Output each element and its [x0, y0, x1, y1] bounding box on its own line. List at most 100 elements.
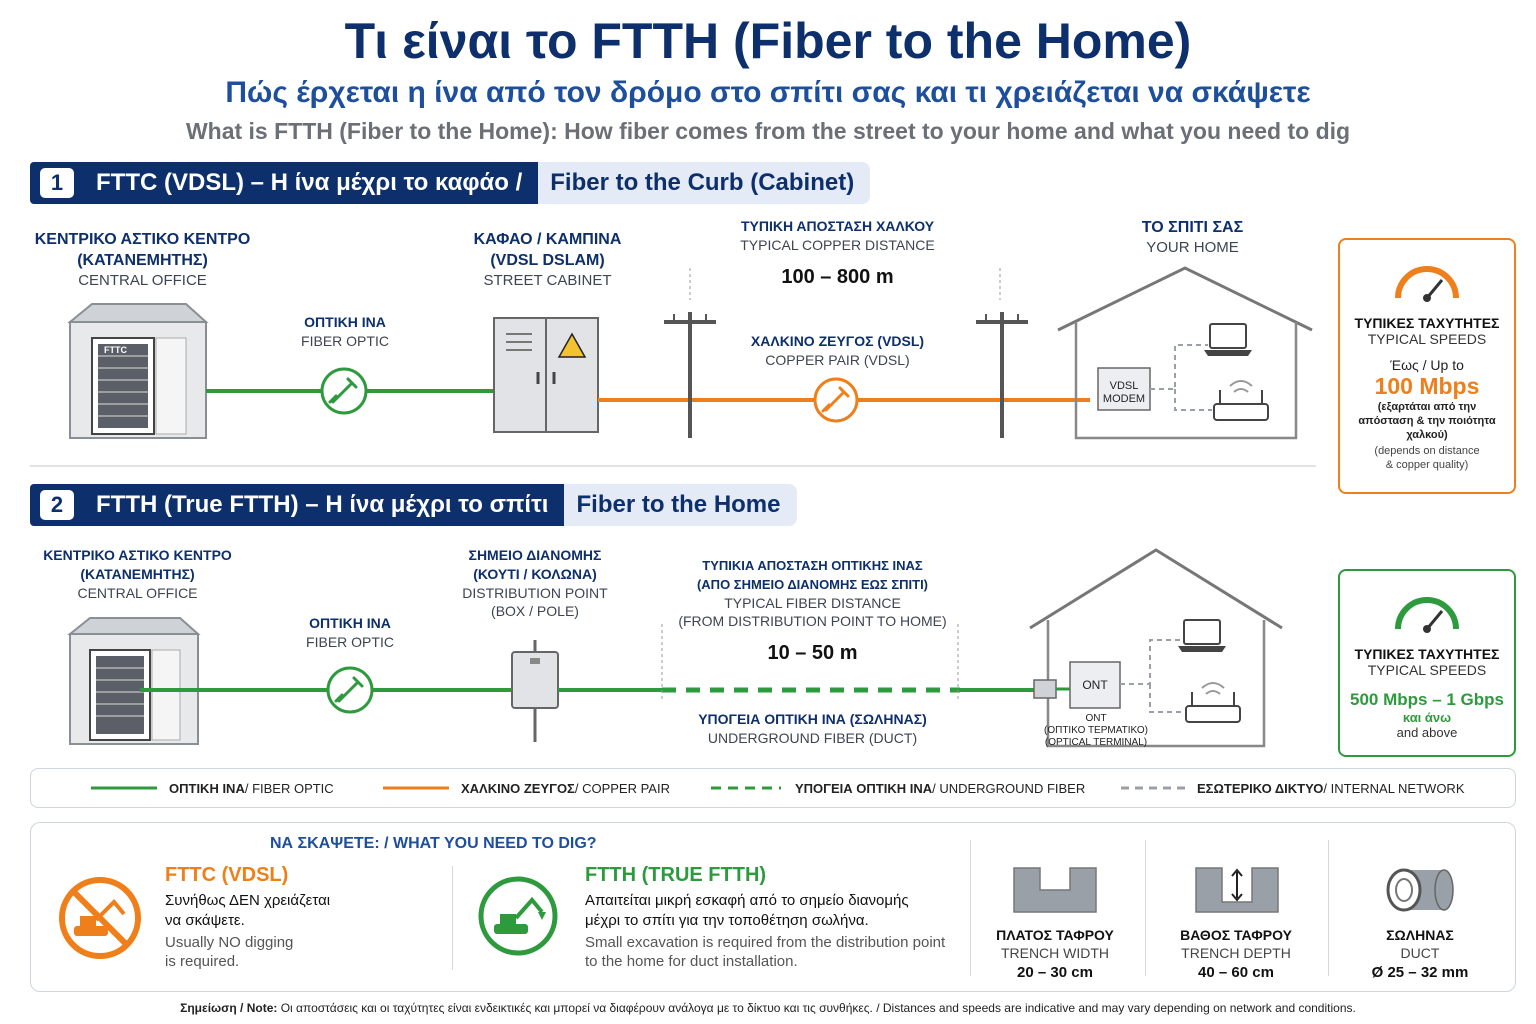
s2-ont-label: ONT — [1082, 678, 1108, 692]
legend-internal-gr: ΕΣΩΤΕΡΙΚΟ ΔΙΚΤΥΟ — [1197, 780, 1324, 796]
section1-title-light: Fiber to the Curb (Cabinet) — [538, 162, 871, 204]
s2-speed-and-en: and above — [1396, 725, 1458, 740]
s1-home-gr: ΤΟ ΣΠΙΤΙ ΣΑΣ — [1141, 219, 1244, 236]
dig-fttc-en1: Usually NO digging — [165, 934, 294, 951]
s1-note-gr2: απόσταση & την ποιότητα — [1358, 415, 1496, 427]
dig-duct-gr: ΣΩΛΗΝΑΣ — [1386, 927, 1454, 943]
s1-central-office-label: ΚΕΝΤΡΙΚΟ ΑΣΤΙΚΟ ΚΕΝΤΡΟ (ΚΑΤΑΝΕΜΗΤΗΣ) CEN… — [20, 229, 265, 290]
dig-ftth-head: FTTH (TRUE FTTH) — [585, 864, 767, 886]
page-subtitle-en: What is FTTH (Fiber to the Home): How fi… — [185, 118, 1351, 144]
s1-home-en: YOUR HOME — [1146, 239, 1239, 256]
dig-fttc-gr2: να σκάψετε. — [165, 912, 245, 929]
s2-ont-caption1: ONT — [1085, 713, 1107, 724]
legend-fiber-gr: ΟΠΤΙΚΗ ΙΝΑ — [169, 780, 245, 796]
s2-distribution-box — [511, 640, 559, 742]
section2-number: 2 — [40, 490, 74, 520]
legend-internal: ΕΣΩΤΕΡΙΚΟ ΔΙΚΤΥΟ / INTERNAL NETWORK — [1121, 769, 1465, 807]
page-title: Τι είναι το FTTH (Fiber to the Home) — [344, 13, 1192, 69]
s2-fiber-gr: ΟΠΤΙΚΗ ΙΝΑ — [309, 615, 391, 631]
section1-title-dark: 1 FTTC (VDSL) – Η ίνα μέχρι το καφάο / — [30, 162, 539, 204]
s1-speed-gr: ΤΥΠΙΚΕΣ ΤΑΧΥΤΗΤΕΣ — [1354, 315, 1500, 331]
duct-pipe-icon — [1386, 868, 1454, 912]
legend-fiber-en: / FIBER OPTIC — [244, 780, 334, 796]
s2-ont-caption3: (OPTICAL TERMINAL) — [1044, 737, 1148, 748]
dig-fttc-block: FTTC (VDSL) Συνήθως ΔΕΝ χρειάζεται να σκ… — [165, 864, 330, 971]
s1-copper-gr: ΧΑΛΚΙΝΟ ΖΕΥΓΟΣ (VDSL) — [750, 333, 925, 349]
section2-header: 2 FTTH (True FTTH) – Η ίνα μέχρι το σπίτ… — [30, 484, 797, 526]
dig-title: ΝΑ ΣΚΑΨΕΤΕ: / WHAT YOU NEED TO DIG? — [270, 835, 597, 852]
section2-title-light: Fiber to the Home — [564, 484, 797, 526]
trench-depth-icon — [1195, 867, 1279, 913]
speed-gauge-icon — [1395, 597, 1459, 633]
s1-co-gr2: (ΚΑΤΑΝΕΜΗΤΗΣ) — [77, 252, 208, 269]
s1-street-cabinet — [493, 317, 599, 433]
s1-speed-en: TYPICAL SPEEDS — [1367, 331, 1487, 347]
s2-dist-gr1: ΣΗΜΕΙΟ ΔΙΑΝΟΜΗΣ — [468, 547, 602, 563]
s2-distance-gr2: (ΑΠΟ ΣΗΜΕΙΟ ΔΙΑΝΟΜΗΣ ΕΩΣ ΣΠΙΤΙ) — [696, 577, 929, 592]
s2-distance-en2: (FROM DISTRIBUTION POINT TO HOME) — [678, 613, 947, 629]
laptop-icon — [1178, 619, 1226, 652]
dig-depth-value: 40 – 60 cm — [1198, 964, 1274, 981]
legend-underground-gr: ΥΠΟΓΕΙΑ ΟΠΤΙΚΗ ΙΝΑ — [795, 780, 933, 796]
s2-underground-label: ΥΠΟΓΕΙΑ ΟΠΤΙΚΗ ΙΝΑ (ΣΩΛΗΝΑΣ) UNDERGROUND… — [680, 710, 945, 747]
s1-speed-note-en: (depends on distance & copper quality) — [1340, 444, 1514, 472]
s1-central-office-building: FTTC — [67, 303, 209, 439]
footnote-text: Οι αποστάσεις και οι ταχύτητες είναι ενδ… — [277, 1001, 1356, 1015]
speed-gauge-icon — [1395, 266, 1459, 302]
s1-pole-right — [976, 312, 1028, 438]
dig-fttc-en2: is required. — [165, 953, 240, 970]
s1-note-gr3: χαλκού) — [1406, 429, 1448, 441]
no-excavator-icon — [59, 877, 141, 959]
s1-modem-line2: MODEM — [1103, 393, 1145, 405]
dig-duct-en: DUCT — [1400, 945, 1440, 961]
s2-co-en: CENTRAL OFFICE — [77, 585, 198, 601]
s1-speed-note-gr: (εξαρτάται από την απόσταση & την ποιότη… — [1340, 400, 1514, 442]
s1-distance-label: ΤΥΠΙΚΗ ΑΠΟΣΤΑΣΗ ΧΑΛΚΟΥ TYPICAL COPPER DI… — [725, 217, 950, 289]
s1-speed-upto: Έως / Up to — [1390, 357, 1464, 373]
dig-ftth-gr2: μέχρι το σπίτι για την τοποθέτηση σωλήνα… — [585, 912, 869, 929]
s2-fiber-label: ΟΠΤΙΚΗ ΙΝΑ FIBER OPTIC — [285, 614, 415, 651]
s2-distance-gr1: ΤΥΠΙΚΙΑ ΑΠΟΣΤΑΣΗ ΟΠΤΙΚΗΣ ΙΝΑΣ — [702, 558, 923, 573]
legend-bar: ΟΠΤΙΚΗ ΙΝΑ / FIBER OPTIC ΧΑΛΚΙΝΟ ΖΕΥΓΟΣ … — [30, 768, 1516, 808]
s1-copper-en: COPPER PAIR (VDSL) — [765, 352, 910, 368]
s1-vdsl-modem — [1097, 367, 1151, 411]
s1-speed-box: ΤΥΠΙΚΕΣ ΤΑΧΥΤΗΤΕΣ TYPICAL SPEEDS Έως / U… — [1338, 238, 1516, 494]
s2-ont-caption2: (ΟΠΤΙΚΟ ΤΕΡΜΑΤΙΚΟ) — [1043, 725, 1149, 736]
legend-underground: ΥΠΟΓΕΙΑ ΟΠΤΙΚΗ ΙΝΑ / UNDERGROUND FIBER — [711, 769, 1085, 807]
s2-underground-en: UNDERGROUND FIBER (DUCT) — [707, 730, 918, 746]
s2-dist-en1: DISTRIBUTION POINT — [462, 585, 608, 601]
s2-distance-value: 10 – 50 m — [767, 642, 858, 664]
trench-width-icon — [1013, 867, 1097, 913]
dig-ftth-en2: to the home for duct installation. — [585, 953, 798, 970]
s2-dist-en2: (BOX / POLE) — [491, 603, 579, 619]
s1-fiber-label: ΟΠΤΙΚΗ ΙΝΑ FIBER OPTIC — [280, 313, 410, 350]
s1-pole-left — [664, 312, 716, 438]
s2-distribution-label: ΣΗΜΕΙΟ ΔΙΑΝΟΜΗΣ (ΚΟΥΤΙ / ΚΟΛΩΝΑ) DISTRIB… — [445, 546, 625, 620]
dig-width-gr: ΠΛΑΤΟΣ ΤΑΦΡΟΥ — [996, 927, 1114, 943]
s2-fiber-connector-icon — [326, 666, 374, 714]
s2-house: ONT — [1029, 548, 1283, 748]
s1-cab-gr1: ΚΑΦΑΟ / ΚΑΜΠΙΝΑ — [473, 231, 622, 248]
s1-copper-connector-icon — [813, 377, 859, 423]
page-subtitle: Πώς έρχεται η ίνα από τον δρόμο στο σπίτ… — [225, 76, 1311, 109]
dig-duct-value: Ø 25 – 32 mm — [1371, 964, 1469, 981]
s1-dist-en: TYPICAL COPPER DISTANCE — [740, 237, 935, 253]
s2-speed-and-gr: και άνω — [1402, 710, 1452, 725]
s1-modem-line1: VDSL — [1110, 380, 1139, 392]
dig-ftth-gr1: Απαιτείται μικρή εσκαφή από το σημείο δι… — [585, 892, 909, 909]
s1-fiber-en: FIBER OPTIC — [301, 333, 389, 349]
s1-co-en: CENTRAL OFFICE — [78, 272, 207, 289]
warning-icon — [557, 332, 587, 358]
section1-title-text: FTTC (VDSL) – Η ίνα μέχρι το καφάο / — [96, 169, 523, 196]
dig-width-value: 20 – 30 cm — [1017, 964, 1093, 981]
s1-fiber-gr: ΟΠΤΙΚΗ ΙΝΑ — [304, 314, 386, 330]
section1-header: 1 FTTC (VDSL) – Η ίνα μέχρι το καφάο / F… — [30, 162, 871, 204]
router-icon — [1185, 682, 1241, 723]
s1-note-en1: (depends on distance — [1374, 445, 1480, 457]
section2-title-dark: 2 FTTH (True FTTH) – Η ίνα μέχρι το σπίτ… — [30, 484, 565, 526]
s1-cab-en: STREET CABINET — [483, 272, 612, 289]
dig-duct-block: ΣΩΛΗΝΑΣ DUCT Ø 25 – 32 mm — [1350, 927, 1490, 981]
s1-co-gr1: ΚΕΝΤΡΙΚΟ ΑΣΤΙΚΟ ΚΕΝΤΡΟ — [34, 231, 251, 248]
